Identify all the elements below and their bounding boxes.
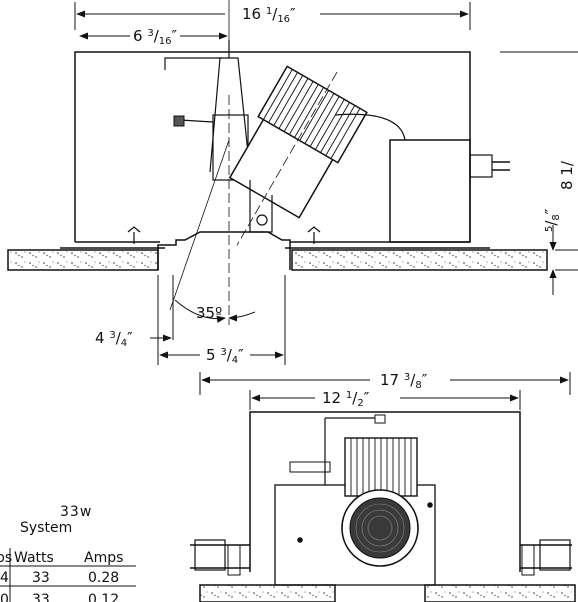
front-housing [249,411,521,572]
svg-text:4 3/4″: 4 3/4″ [95,329,133,349]
electrical-table: 33w System ps Watts Amps 4 33 0.28 0 33 … [0,504,136,602]
svg-text:12 1/2″: 12 1/2″ [322,389,370,409]
side-view [7,0,548,325]
side-driver-box [389,139,471,243]
svg-text:0: 0 [0,592,9,602]
svg-text:33: 33 [32,570,50,586]
svg-text:33: 33 [32,592,50,602]
dim-left-offset: 6 3/16″ [133,27,178,47]
table-title: 33w [60,504,92,520]
svg-text:5 3/4″: 5 3/4″ [206,346,244,366]
table-col-partial: ps [0,550,12,566]
front-heatsink [344,437,418,497]
svg-text:0.28: 0.28 [88,570,119,586]
side-ceiling-right [291,249,548,271]
dim-right-small: 5/8″ [542,208,562,232]
dim-overall-width: 16 1/16″ [242,5,296,25]
table-row: 0 33 0.12 [0,592,119,602]
table-col-watts: Watts [14,550,54,566]
front-ceiling-left [199,584,336,602]
side-dimensions [74,2,578,365]
front-view [190,411,576,602]
dim-front-overall-width: 17 3/8″ [380,371,428,391]
side-aperture-trim [157,231,291,270]
svg-text:4: 4 [0,570,9,586]
front-dimensions [199,372,571,410]
dim-angle: 35º [196,304,222,322]
svg-text:0.12: 0.12 [88,592,119,602]
dim-aperture-inner: 4 3/4″ [95,329,133,349]
table-row: 4 33 0.28 [0,570,119,586]
dim-aperture-outer: 5 3/4″ [206,346,244,366]
svg-text:16 1/16″: 16 1/16″ [242,5,296,25]
svg-text:17 3/8″: 17 3/8″ [380,371,428,391]
front-ceiling-right [424,584,576,602]
svg-text:6 3/16″: 6 3/16″ [133,27,178,47]
table-header-group: System [20,520,72,536]
dim-front-inner-width: 12 1/2″ [322,389,370,409]
table-col-amps: Amps [84,550,123,566]
dim-right-height-partial: 8 1/ [558,160,576,190]
side-ceiling-left [7,249,159,271]
svg-text:5/8″: 5/8″ [542,208,562,232]
